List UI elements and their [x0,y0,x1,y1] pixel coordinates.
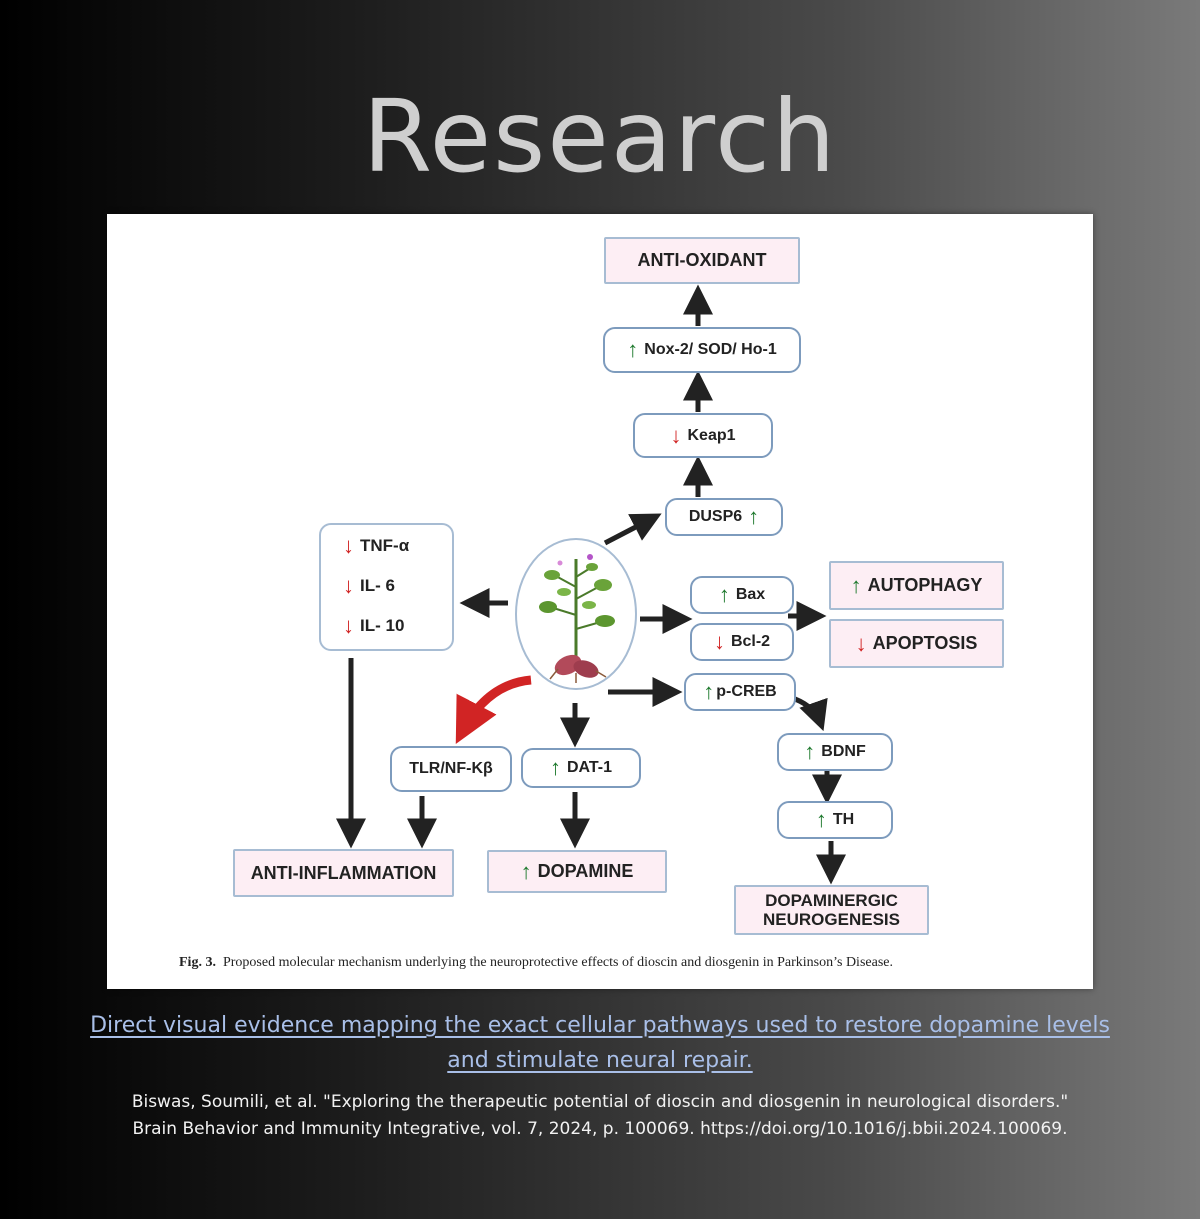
node-autophagy: ↑ AUTOPHAGY [829,561,1004,610]
node-pcreb-label: p-CREB [716,683,777,700]
node-dusp6: DUSP6 ↑ [665,498,783,536]
node-dat1: ↑ DAT-1 [521,748,641,788]
arrow-plant-to-tlr [455,675,532,744]
cytokine-row-tnf: ↓ TNF-α [343,535,409,557]
caption-text: Proposed molecular mechanism underlying … [222,955,893,970]
cytokine-il10-label: IL- 10 [360,616,405,635]
node-antioxidant-label: ANTI-OXIDANT [637,250,767,270]
down-arrow-icon: ↓ [343,533,354,558]
node-apoptosis-label: APOPTOSIS [872,633,978,653]
citation: Biswas, Soumili, et al. "Exploring the t… [60,1089,1140,1143]
node-nox: ↑ Nox-2/ SOD/ Ho-1 [603,327,801,373]
summary-link[interactable]: Direct visual evidence mapping the exact… [90,1013,1110,1073]
caption-label: Fig. 3. [179,955,216,970]
node-neurogenesis-line2: NEUROGENESIS [763,910,900,929]
node-bax-label: Bax [735,586,766,603]
node-dat1-label: DAT-1 [566,759,613,776]
up-arrow-icon: ↑ [748,504,760,529]
node-tlr-label: TLR/NF-Kβ [409,760,493,777]
pathway-arrows [336,284,846,885]
node-th: ↑ TH [777,801,893,839]
down-arrow-icon: ↓ [713,629,725,654]
up-arrow-icon: ↑ [804,739,816,764]
citation-line1: Biswas, Soumili, et al. "Exploring the t… [131,1092,1069,1112]
cytokine-row-il10: ↓ IL- 10 [343,615,404,637]
arrow-plant-to-dusp6 [603,513,662,546]
down-arrow-icon: ↓ [343,573,354,598]
dioscorea-plant-icon [515,538,637,690]
up-arrow-icon: ↑ [718,582,730,607]
node-dopamine-label: DOPAMINE [537,861,634,881]
cytokine-row-il6: ↓ IL- 6 [343,575,395,597]
arrow-pcreb-to-bdnf [794,696,828,732]
pathway-figure: ANTI-OXIDANT ↑ Nox-2/ SOD/ Ho-1 ↓ Keap1 … [107,214,1093,989]
node-apoptosis: ↓ APOPTOSIS [829,619,1004,668]
down-arrow-icon: ↓ [670,422,682,448]
node-keap1-label: Keap1 [687,426,736,444]
page-title: Research [362,78,838,195]
node-bax: ↑ Bax [690,576,794,614]
node-keap1: ↓ Keap1 [633,413,773,458]
node-nox-label: Nox-2/ SOD/ Ho-1 [644,341,777,358]
node-pcreb: ↑ p-CREB [684,673,796,711]
down-arrow-icon: ↓ [855,630,867,656]
figure-caption: Fig. 3. Proposed molecular mechanism und… [179,955,1079,971]
node-cytokines: ↓ TNF-α ↓ IL- 6 ↓ IL- 10 [319,523,454,651]
node-tlr: TLR/NF-Kβ [390,746,512,792]
node-bdnf: ↑ BDNF [777,733,893,771]
node-dopamine: ↑ DOPAMINE [487,850,667,893]
citation-line2: Brain Behavior and Immunity Integrative,… [132,1119,1068,1139]
up-arrow-icon: ↑ [549,755,561,780]
node-neurogenesis-line1: DOPAMINERGIC [765,891,898,910]
up-arrow-icon: ↑ [850,572,862,598]
up-arrow-icon: ↑ [520,858,532,884]
node-bdnf-label: BDNF [821,743,866,760]
up-arrow-icon: ↑ [627,337,639,362]
node-bcl2-label: Bcl-2 [730,633,771,650]
node-dusp6-label: DUSP6 [688,508,743,525]
node-anti-inflammation: ANTI-INFLAMMATION [233,849,454,897]
node-th-label: TH [832,811,855,828]
up-arrow-icon: ↑ [703,679,715,704]
node-neurogenesis: DOPAMINERGIC NEUROGENESIS [734,885,929,935]
node-anti-inflammation-label: ANTI-INFLAMMATION [250,862,437,883]
cytokine-tnf-label: TNF-α [360,536,410,555]
cytokine-il6-label: IL- 6 [360,576,395,595]
node-antioxidant: ANTI-OXIDANT [604,237,800,284]
node-bcl2: ↓ Bcl-2 [690,623,794,661]
up-arrow-icon: ↑ [815,807,827,832]
node-autophagy-label: AUTOPHAGY [867,575,983,595]
down-arrow-icon: ↓ [343,613,354,638]
